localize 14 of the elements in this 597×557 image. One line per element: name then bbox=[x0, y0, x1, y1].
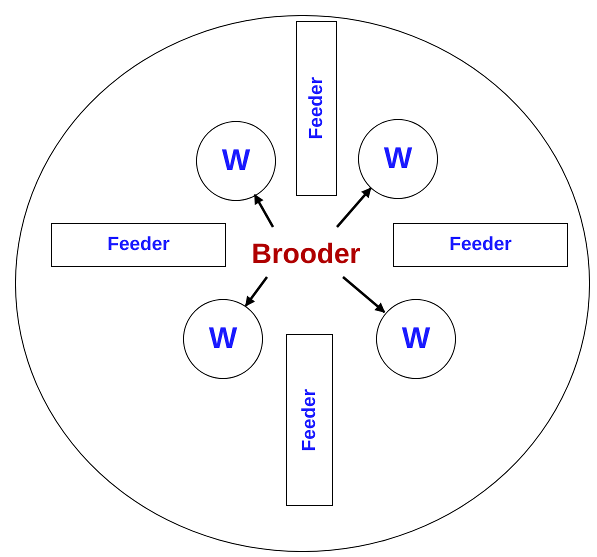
waterer-circle: W bbox=[358, 119, 438, 199]
feeder-box: Feeder bbox=[51, 223, 226, 267]
enclosure-circle bbox=[15, 15, 590, 552]
feeder-box: Feeder bbox=[296, 21, 337, 196]
feeder-box: Feeder bbox=[393, 223, 568, 267]
arrow bbox=[254, 194, 274, 228]
waterer-circle: W bbox=[196, 121, 276, 201]
arrow bbox=[244, 276, 268, 307]
brooder-label: Brooder bbox=[244, 233, 368, 275]
feeder-box: Feeder bbox=[286, 334, 333, 506]
waterer-circle: W bbox=[376, 299, 456, 379]
waterer-circle: W bbox=[183, 299, 263, 379]
arrow bbox=[342, 276, 386, 314]
arrow bbox=[336, 187, 372, 228]
